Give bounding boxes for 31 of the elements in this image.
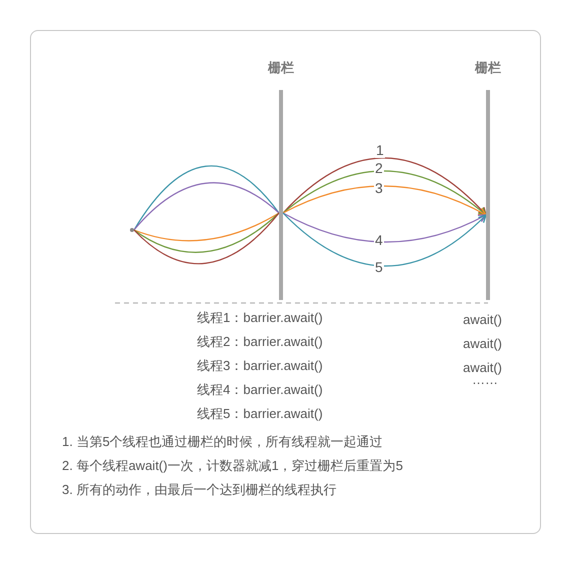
code-line: 线程4：barrier.await()	[197, 382, 323, 398]
code-line: 线程5：barrier.await()	[197, 406, 323, 422]
thread-curve	[282, 185, 487, 216]
edge-label: 4	[374, 232, 384, 248]
code-line: 线程3：barrier.await()	[197, 358, 323, 374]
code-line: await()	[463, 336, 502, 352]
note: 3. 所有的动作，由最后一个达到栅栏的线程执行	[62, 482, 336, 498]
thread-curve	[282, 212, 487, 243]
thread-curve	[134, 182, 280, 230]
thread-curve	[134, 212, 280, 264]
code-line: await()	[463, 360, 502, 376]
thread-curve	[134, 212, 280, 242]
note: 1. 当第5个线程也通过栅栏的时候，所有线程就一起通过	[62, 434, 383, 450]
thread-curve	[134, 166, 280, 230]
thread-curve	[282, 157, 487, 216]
thread-curve	[134, 212, 280, 253]
barrier-bar	[486, 90, 490, 300]
thread-curve	[282, 170, 487, 216]
barrier-label: 栅栏	[268, 60, 294, 76]
thread-curve	[282, 212, 487, 267]
edge-label: 3	[374, 180, 384, 196]
edge-label: 1	[375, 142, 385, 158]
barrier-bar	[279, 90, 283, 300]
barrier-label: 栅栏	[475, 60, 501, 76]
edge-label: 5	[374, 259, 384, 275]
note: 2. 每个线程await()一次，计数器就减1，穿过栅栏后重置为5	[62, 458, 403, 474]
code-line: 线程2：barrier.await()	[197, 334, 323, 350]
start-point	[130, 228, 134, 232]
code-line: 线程1：barrier.await()	[197, 310, 323, 326]
edge-label: 2	[374, 160, 384, 176]
code-line: await()	[463, 312, 502, 328]
